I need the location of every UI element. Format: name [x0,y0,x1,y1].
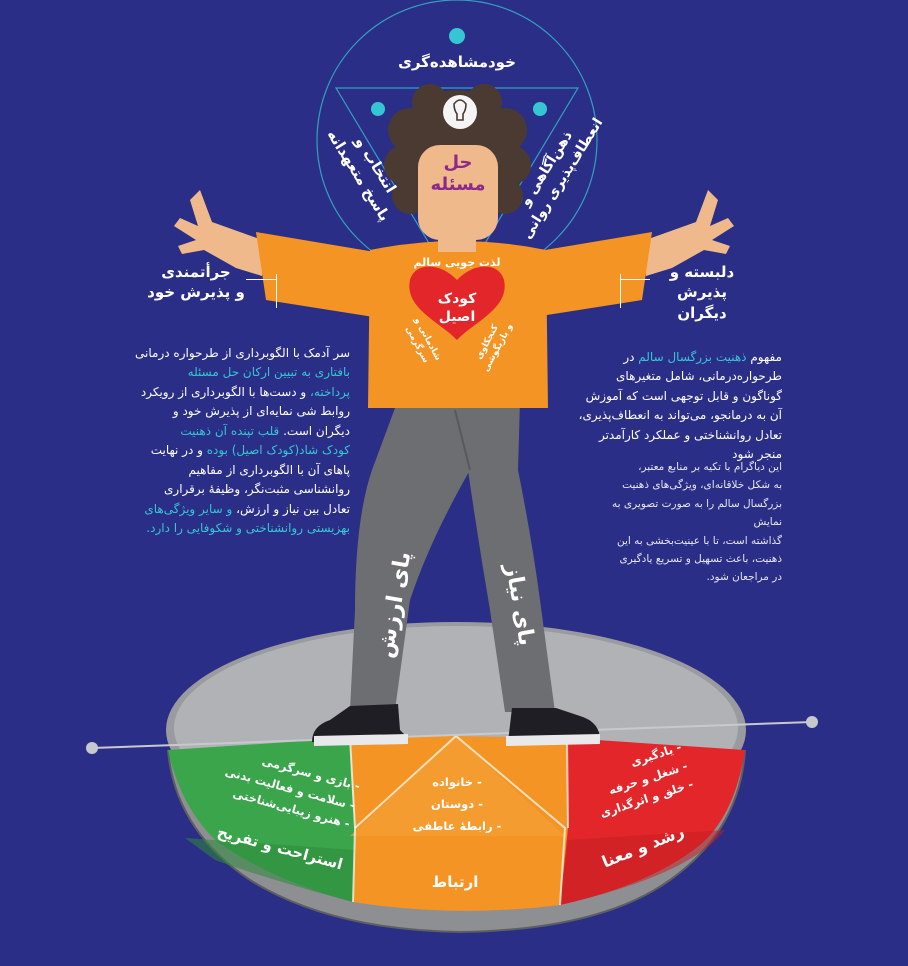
attachment-label: دلبسته و پذیرش دیگران [650,262,754,323]
problem-solving-line2: مسئله [430,173,486,195]
right-para-3: در [623,350,639,364]
connection-title: ارتباط [431,873,479,891]
left-para-9: و در نهایت [150,443,207,458]
right-arm-connector [620,279,650,280]
left-para-12: تعادل بین نیاز و ارزش، [236,501,350,516]
note-3: بزرگسال سالم را به صورت تصویری به نمایش [612,497,782,529]
left-para-2: بافتاری به تبیین ارکان حل مسئله [187,365,350,380]
left-para-6: دیگران است. [283,423,350,438]
note-1: این دیاگرام با تکیه بر منابع معتبر، [638,461,782,473]
left-para-11: روانشناسی مثبت‌نگر، وظیفهٔ برقراری [164,482,350,497]
left-para-14: بهزیستی روانشناختی و شکوفایی را دارد. [146,520,350,535]
left-para-13: و سایر ویژگی‌های [144,501,237,516]
left-para-10: پاهای آن با الگوبرداری از مفاهیم [188,462,350,477]
left-paragraph: سر آدمک با الگوبرداری از طرحواره درمانی … [128,344,350,538]
assertiveness-label: جرأتمندی و پذیرش خود [146,262,246,303]
right-para-5: گوناگون و قابل توجهی است که آموزش [585,388,782,403]
left-dot [371,102,385,116]
right-note: این دیاگرام با تکیه بر منابع معتبر، به ش… [582,458,782,587]
self-observation-label: خودمشاهده‌گری [398,53,516,71]
left-para-1: سر آدمک با الگوبرداری از طرحواره درمانی [135,346,350,360]
assertiveness-line1: جرأتمندی [161,263,231,281]
orange-item-1: - خانواده [432,775,482,789]
left-para-8: کودک شاد(کودک اصیل) بوده [206,443,350,458]
left-hand [174,190,268,276]
note-5: ذهنیت، باعث تسهیل و تسریع یادگیری [619,552,782,565]
true-child-line2: اصیل [438,308,476,325]
left-arm-connector-v [276,274,277,308]
left-arm-connector [246,279,276,280]
orange-segment-items: - خانواده - دوستان - رابطهٔ عاطفی [412,772,502,838]
right-leg [430,400,555,712]
balance-line [91,721,813,749]
problem-solving-line1: حل [443,152,473,173]
right-shoe [508,708,600,742]
right-sleeve [528,232,652,318]
attachment-line2: پذیرش دیگران [677,283,727,322]
note-6: در مراجعان شود. [706,571,782,584]
left-leg [350,400,480,710]
note-2: به شکل خلاقانه‌ای، ویژگی‌های ذهنیت [622,479,782,492]
right-para-6: آن به درمانجو، می‌تواند به انعطاف‌پذیری، [578,408,782,423]
right-para-7: تعادل روانشناختی و عملکرد کارآمدتر [598,427,782,442]
attachment-line1: دلبسته و [669,263,735,281]
right-hand [640,190,734,276]
balance-right-dot [806,716,818,728]
right-para-1: مفهوم [746,350,782,364]
assertiveness-line2: و پذیرش خود [147,283,245,302]
left-para-4: و دست‌ها با الگوبرداری از رویکرد [140,384,311,399]
right-para-8: منجر شود [732,447,782,462]
lightbulb-icon [443,95,477,129]
right-para-2: ذهنیت بزرگسال سالم [638,350,747,364]
right-para-4: طرحواره‌درمانی، شامل متغیرهای [616,369,782,384]
healthy-pleasure-label: لذت جویی سالم [413,256,501,269]
true-child-line1: کودک [437,291,477,307]
orange-item-2: - دوستان [431,796,483,811]
heart [409,266,505,340]
left-shoe [312,704,408,742]
true-child-label: کودک اصیل [425,291,489,326]
top-dot [449,28,465,44]
note-4: گذاشته است، تا با عینیت‌بخشی به این [617,534,782,547]
face [418,145,498,240]
right-paragraph: مفهوم ذهنیت بزرگسال سالم در طرحواره‌درما… [572,348,782,465]
orange-item-3: - رابطهٔ عاطفی [412,818,502,833]
right-dot [533,102,547,116]
problem-solving-label: حل مسئله [420,152,496,195]
left-para-7: قلب تپنده آن ذهنیت [180,423,284,438]
left-para-3: پرداخته، [310,384,350,399]
left-sleeve [256,232,380,318]
balance-left-dot [86,742,98,754]
right-arm-connector-v [620,274,621,308]
left-para-5: روابط شی نمایه‌ای از پذیرش خود و [172,404,350,419]
